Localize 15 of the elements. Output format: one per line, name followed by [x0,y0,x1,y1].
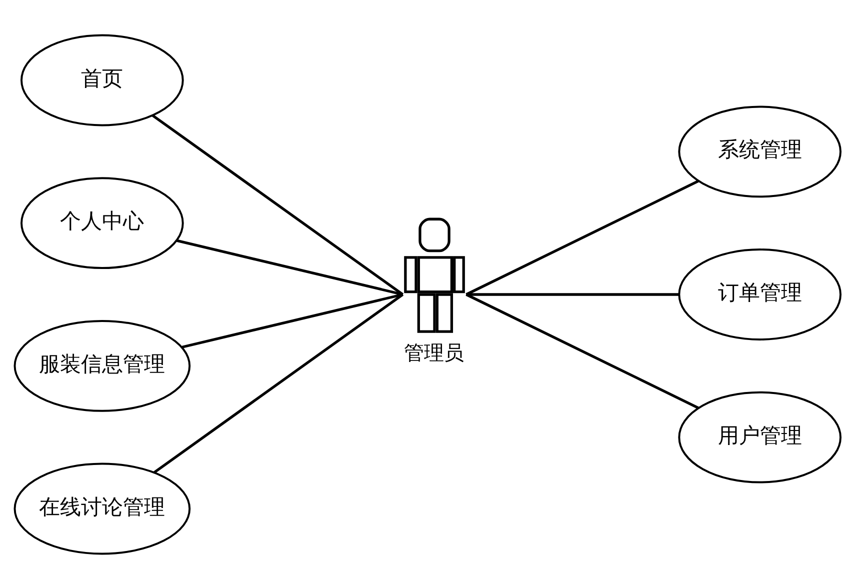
connector [466,292,679,296]
node-ellipse: 服装信息管理 [13,319,190,412]
connector [465,292,698,409]
connector [181,292,403,348]
node-ellipse: 用户管理 [678,390,841,483]
connector [151,114,404,296]
node-ellipse: 在线讨论管理 [13,462,190,554]
node-ellipse: 订单管理 [678,248,841,340]
node-ellipse: 首页 [20,34,184,126]
connector [176,238,403,296]
connector [465,179,698,296]
node-ellipse: 个人中心 [20,176,184,269]
connector [152,292,404,473]
node-label: 管理员 [404,340,464,364]
node-ellipse: 系统管理 [678,105,841,198]
